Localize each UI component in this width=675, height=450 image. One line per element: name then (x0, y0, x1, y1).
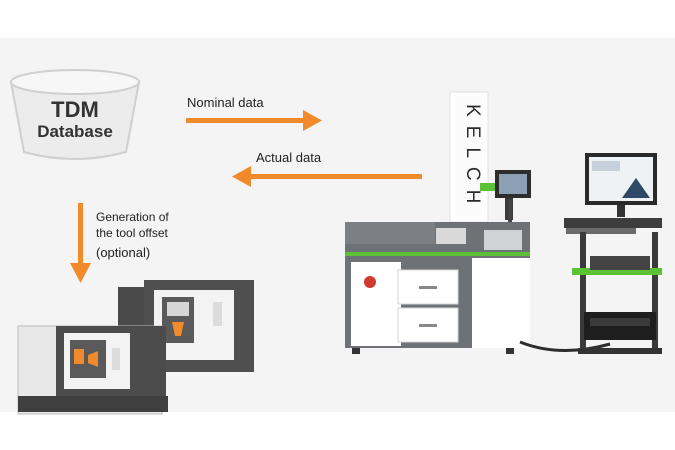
database-icon (9, 69, 141, 160)
kelch-logo: KELCH (462, 104, 483, 213)
presetting-device-image (345, 91, 662, 354)
generation-label-line2: the tool offset (96, 226, 168, 240)
cnc-machines-icon (17, 280, 254, 415)
generation-arrow (70, 203, 91, 283)
database-title: TDM (51, 97, 99, 122)
actual-data-label: Actual data (256, 150, 322, 165)
actual-data-arrow (232, 166, 422, 187)
nominal-data-label: Nominal data (187, 95, 264, 110)
optional-label: (optional) (96, 245, 151, 260)
generation-label-line1: Generation of (96, 210, 169, 224)
database-subtitle: Database (37, 122, 113, 141)
nominal-data-arrow (186, 110, 322, 131)
